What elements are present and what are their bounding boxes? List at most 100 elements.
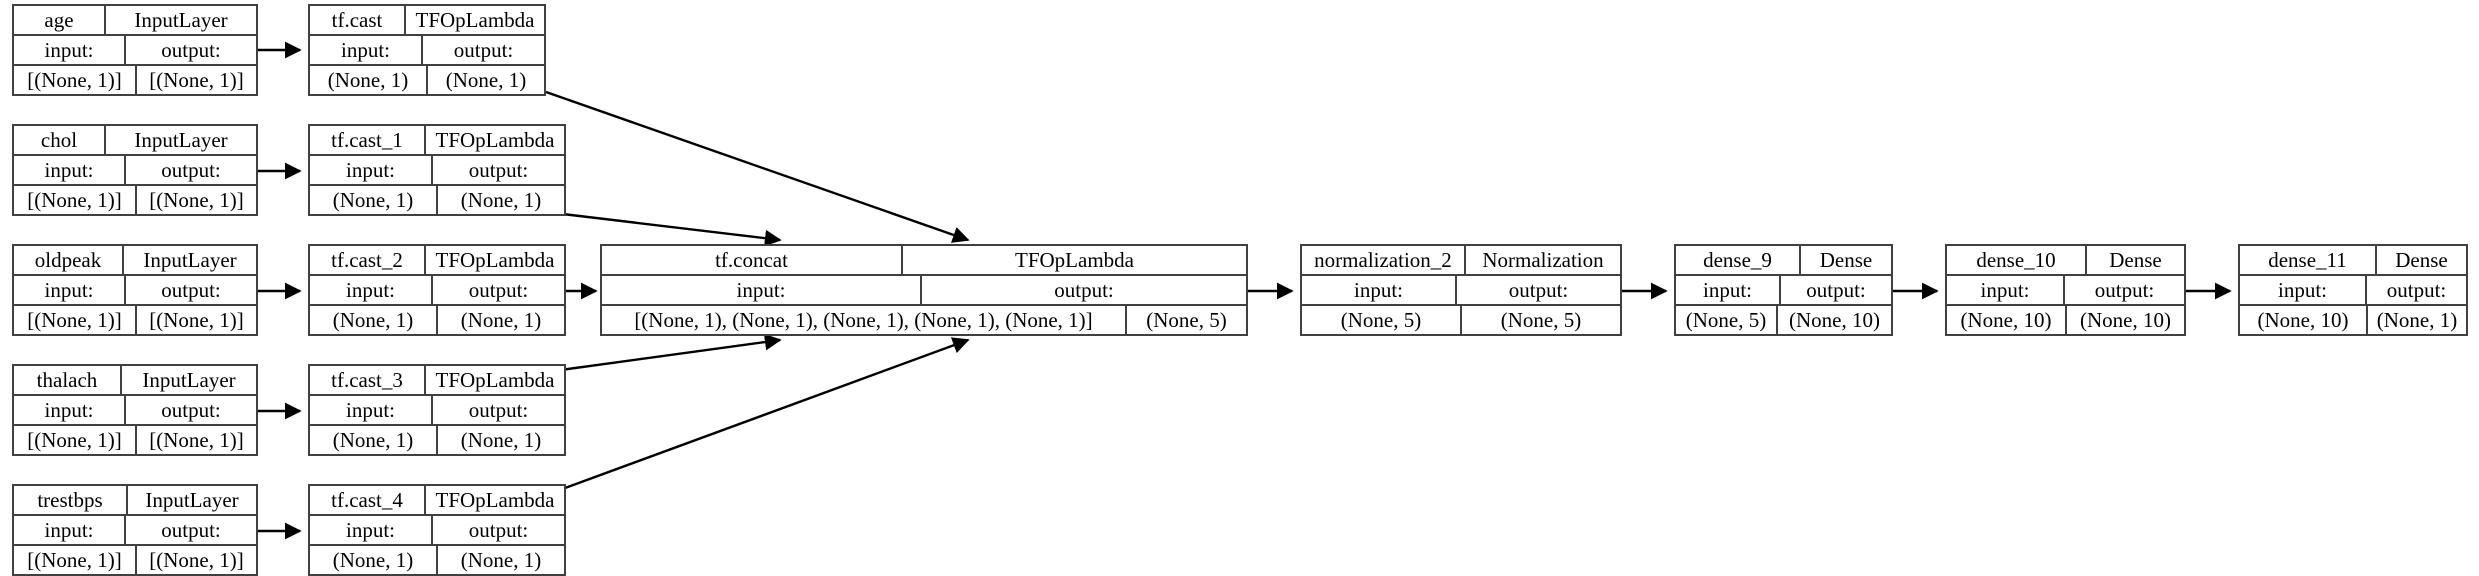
node-tf-cast-2-class: TFOpLambda [435,247,555,272]
node-dense-10-output-label: output: [2094,277,2155,302]
node-tf-cast-name: tf.cast [310,6,406,34]
node-dense-11-class: Dense [2395,247,2448,272]
node-tf-cast-output-label: output: [453,37,514,62]
node-dense-11-output-label: output: [2386,277,2447,302]
node-normalization-2-input-shape: (None, 5) [1302,306,1462,334]
node-tf-cast-3-input-label: input: [310,396,433,424]
node-dense-9[interactable]: dense_9 Dense input: output: (None, 5) (… [1674,244,1893,336]
node-tf-cast-4-input-label: input: [310,516,433,544]
node-oldpeak[interactable]: oldpeak InputLayer input: output: [(None… [12,244,258,336]
node-oldpeak-name: oldpeak [14,246,124,274]
node-dense-11-output-shape: (None, 1) [2376,307,2458,332]
node-dense-9-output-label: output: [1806,277,1866,302]
node-dense-9-class: Dense [1819,247,1873,272]
node-tf-concat[interactable]: tf.concat TFOpLambda input: output: [(No… [600,244,1248,336]
node-thalach-output-label: output: [161,397,221,422]
node-dense-11-name: dense_11 [2240,246,2377,274]
node-normalization-2[interactable]: normalization_2 Normalization input: out… [1300,244,1622,336]
node-tf-cast-2-name: tf.cast_2 [310,246,426,274]
edge-cast3-to-concat [545,333,782,374]
node-tf-cast-3-output-label: output: [468,397,529,422]
node-dense-9-name: dense_9 [1676,246,1801,274]
node-chol[interactable]: chol InputLayer input: output: [(None, 1… [12,124,258,216]
node-tf-cast-1[interactable]: tf.cast_1 TFOpLambda input: output: (Non… [308,124,566,216]
node-dense-11-input-label: input: [2240,276,2367,304]
node-tf-cast-1-output-shape: (None, 1) [460,187,542,212]
node-age-output-shape: [(None, 1)] [149,67,244,92]
node-chol-input-shape: [(None, 1)] [14,186,137,214]
node-tf-cast-2-output-shape: (None, 1) [460,307,542,332]
node-age[interactable]: age InputLayer input: output: [(None, 1)… [12,4,258,96]
node-tf-concat-class: TFOpLambda [1015,247,1134,272]
edge-cast-to-concat [545,90,970,243]
node-tf-concat-input-shape: [(None, 1), (None, 1), (None, 1), (None,… [602,306,1127,334]
node-normalization-2-name: normalization_2 [1302,246,1466,274]
node-tf-cast-input-shape: (None, 1) [310,66,428,94]
node-thalach-class: InputLayer [142,367,236,392]
node-tf-cast-4-output-label: output: [468,517,529,542]
node-dense-10-input-shape: (None, 10) [1947,306,2067,334]
node-tf-cast-1-input-label: input: [310,156,433,184]
node-normalization-2-output-label: output: [1508,277,1569,302]
node-tf-cast-2[interactable]: tf.cast_2 TFOpLambda input: output: (Non… [308,244,566,336]
node-chol-class: InputLayer [134,127,228,152]
node-tf-concat-name: tf.concat [602,246,903,274]
node-age-name: age [14,6,106,34]
node-tf-cast-2-input-shape: (None, 1) [310,306,438,334]
node-tf-cast-3[interactable]: tf.cast_3 TFOpLambda input: output: (Non… [308,364,566,456]
edge-cast1-to-concat [545,210,782,247]
node-thalach[interactable]: thalach InputLayer input: output: [(None… [12,364,258,456]
node-oldpeak-input-shape: [(None, 1)] [14,306,137,334]
node-normalization-2-input-label: input: [1302,276,1457,304]
node-dense-11-input-shape: (None, 10) [2240,306,2368,334]
node-tf-cast-4-class: TFOpLambda [435,487,555,512]
node-trestbps-output-label: output: [161,517,221,542]
node-dense-10-input-label: input: [1947,276,2065,304]
node-chol-output-shape: [(None, 1)] [149,187,244,212]
node-tf-cast-3-class: TFOpLambda [435,367,555,392]
node-thalach-input-label: input: [14,396,126,424]
node-trestbps-input-shape: [(None, 1)] [14,546,137,574]
node-tf-cast-1-output-label: output: [468,157,529,182]
node-thalach-input-shape: [(None, 1)] [14,426,137,454]
node-tf-cast-3-output-shape: (None, 1) [460,427,542,452]
node-tf-cast-output-shape: (None, 1) [445,67,527,92]
node-normalization-2-class: Normalization [1482,247,1604,272]
node-age-class: InputLayer [134,7,228,32]
node-oldpeak-output-label: output: [161,277,221,302]
node-tf-cast-4-name: tf.cast_4 [310,486,426,514]
node-oldpeak-class: InputLayer [143,247,237,272]
node-tf-cast-1-input-shape: (None, 1) [310,186,438,214]
node-tf-cast-1-class: TFOpLambda [435,127,555,152]
node-trestbps-name: trestbps [14,486,128,514]
node-tf-concat-input-label: input: [602,276,922,304]
node-tf-concat-output-label: output: [1054,277,1114,302]
node-chol-input-label: input: [14,156,126,184]
node-dense-10[interactable]: dense_10 Dense input: output: (None, 10)… [1945,244,2186,336]
node-dense-9-output-shape: (None, 10) [1789,307,1880,332]
node-tf-cast-4[interactable]: tf.cast_4 TFOpLambda input: output: (Non… [308,484,566,576]
node-tf-concat-output-shape: (None, 5) [1146,307,1227,332]
node-thalach-output-shape: [(None, 1)] [149,427,244,452]
node-tf-cast-4-output-shape: (None, 1) [460,547,542,572]
node-dense-9-input-label: input: [1676,276,1781,304]
node-dense-10-class: Dense [2109,247,2162,272]
node-tf-cast-3-name: tf.cast_3 [310,366,426,394]
node-oldpeak-input-label: input: [14,276,126,304]
node-trestbps-output-shape: [(None, 1)] [149,547,244,572]
node-trestbps-input-label: input: [14,516,126,544]
node-tf-cast-class: TFOpLambda [415,7,535,32]
node-tf-cast-input-label: input: [310,36,423,64]
node-trestbps[interactable]: trestbps InputLayer input: output: [(Non… [12,484,258,576]
node-tf-cast-2-output-label: output: [468,277,529,302]
node-tf-cast-3-input-shape: (None, 1) [310,426,438,454]
node-age-input-shape: [(None, 1)] [14,66,137,94]
node-age-input-label: input: [14,36,126,64]
node-tf-cast-1-name: tf.cast_1 [310,126,426,154]
node-tf-cast[interactable]: tf.cast TFOpLambda input: output: (None,… [308,4,546,96]
edge-cast4-to-concat [545,337,970,497]
node-dense-11[interactable]: dense_11 Dense input: output: (None, 10)… [2238,244,2468,336]
node-thalach-name: thalach [14,366,122,394]
node-tf-cast-4-input-shape: (None, 1) [310,546,438,574]
node-oldpeak-output-shape: [(None, 1)] [149,307,244,332]
